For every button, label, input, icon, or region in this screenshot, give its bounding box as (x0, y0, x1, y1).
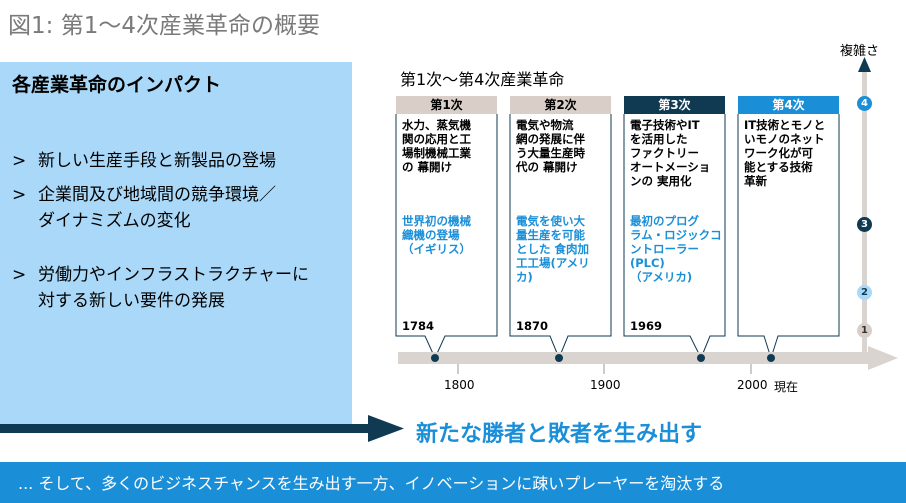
revolution-4-header: 第4次 (738, 96, 839, 114)
desc-line: 電子技術やIT (630, 118, 700, 132)
innov-line: 電気を使い大 (516, 214, 585, 228)
impact-bullet-3: > 労働力やインフラストラクチャーに 対する新しい要件の発展 (12, 262, 309, 314)
bullet-marker: > (12, 151, 27, 171)
revolution-2-description: 電気や物流 網の発展に伴 う大量生産時 代の 幕開け (510, 114, 611, 174)
desc-line: の 幕開け (402, 160, 453, 174)
x-tick-2000: 2000 (737, 378, 768, 392)
revolution-2-innovation: 電気を使い大 量生産を可能 とした 食肉加 工工場(アメリ カ) (510, 214, 590, 284)
bottom-banner (0, 462, 906, 503)
revolution-3-header: 第3次 (624, 96, 725, 114)
revolution-2-year: 1870 (516, 319, 549, 333)
desc-line: う大量生産時 (516, 146, 585, 160)
desc-line: 網の発展に伴 (516, 132, 585, 146)
innov-line: 織機の登場 (402, 228, 460, 242)
innov-line: 量生産を可能 (516, 228, 585, 242)
impact-bullet-1: > 新しい生産手段と新製品の登場 (12, 148, 276, 174)
revolution-3: 第3次 電子技術やIT を活用した ファクトリー オートメーショ ンの 実用化 … (624, 96, 725, 333)
event-marker-1969 (697, 354, 705, 362)
figure-title: 図1: 第1〜4次産業革命の概要 (8, 13, 320, 39)
impact-panel (0, 62, 352, 427)
innov-line: ントローラー (630, 242, 699, 256)
revolution-4: 第4次 IT技術とモノと いモノのネット ワーク化が可 能とする技術 革新 (738, 96, 839, 188)
revolution-3-year: 1969 (630, 319, 663, 333)
event-marker-1784 (431, 354, 439, 362)
complexity-axis-arrowhead (858, 57, 871, 72)
innov-line: (PLC) (630, 256, 665, 270)
desc-line: ンの 実用化 (630, 174, 692, 188)
complexity-level-3: 3 (857, 217, 872, 232)
desc-line: 能とする技術 (744, 160, 813, 174)
event-marker-now (767, 354, 775, 362)
desc-line: を活用した (630, 132, 688, 146)
x-tick-1800: 1800 (444, 378, 475, 392)
impact-bullet-2: > 企業間及び地域間の競争環境／ ダイナミズムの変化 (12, 182, 276, 234)
desc-line: ワーク化が可 (744, 146, 813, 160)
innov-line: 最初のプログ (630, 214, 699, 228)
callout-line-4 (737, 114, 772, 359)
desc-line: いモノのネット (744, 132, 825, 146)
desc-line: オートメーショ (630, 160, 711, 174)
desc-line: 水力、蒸気機 (402, 118, 471, 132)
revolution-1-year: 1784 (402, 319, 435, 333)
callout-line-4b (770, 114, 840, 359)
desc-line: ファクトリー (630, 146, 699, 160)
bullet-text-continued: ダイナミズムの変化 (38, 211, 191, 231)
timeline-title: 第1次〜第4次産業革命 (400, 70, 565, 89)
bullet-text: 企業間及び地域間の競争環境／ (38, 185, 276, 205)
impact-arrow-shaft (0, 424, 372, 433)
bullet-marker: > (12, 265, 27, 285)
complexity-level-1: 1 (857, 323, 872, 338)
arrow-label: 新たな勝者と敗者を生み出す (416, 422, 703, 447)
revolution-2: 第2次 電気や物流 網の発展に伴 う大量生産時 代の 幕開け 電気を使い大 量生… (510, 96, 611, 333)
revolution-1-innovation: 世界初の機械 織機の登場 （イギリス） (396, 214, 471, 256)
complexity-axis-bar (862, 70, 867, 360)
impact-arrow-head (368, 415, 404, 442)
revolution-4-description: IT技術とモノと いモノのネット ワーク化が可 能とする技術 革新 (738, 114, 839, 188)
innov-line: カ) (516, 270, 533, 284)
x-now-label: 現在 (774, 380, 799, 394)
bottom-banner-text: ... そして、多くのビジネスチャンスを生み出す一方、イノベーションに疎いプレー… (18, 474, 725, 493)
time-axis-bar (398, 352, 870, 364)
callout-line-3b (700, 114, 726, 359)
desc-line: 関の応用と工 (402, 132, 471, 146)
desc-line: 場制機械工業 (402, 146, 471, 160)
impact-arrow (0, 415, 404, 442)
innov-line: ラム・ロジックコ (630, 228, 722, 242)
revolution-3-innovation: 最初のプログ ラム・ロジックコ ントローラー (PLC) （アメリカ) (624, 214, 722, 284)
innov-line: （アメリカ) (630, 270, 693, 284)
revolution-2-header: 第2次 (510, 96, 611, 114)
timeline-connectors (395, 57, 898, 374)
x-tick-1900: 1900 (590, 378, 621, 392)
callout-line-2 (509, 114, 560, 359)
bullet-marker: > (12, 185, 27, 205)
bullet-text-continued: 対する新しい要件の発展 (38, 291, 225, 311)
complexity-level-2: 2 (857, 285, 872, 300)
revolution-1-header: 第1次 (396, 96, 497, 114)
impact-panel-heading: 各産業革命のインパクト (12, 74, 222, 96)
revolution-1: 第1次 水力、蒸気機 関の応用と工 場制機械工業 の 幕開け 世界初の機械 織機… (396, 96, 497, 333)
time-axis-arrowhead (868, 346, 898, 370)
callout-line-1 (395, 114, 436, 359)
innov-line: とした 食肉加 (516, 242, 590, 256)
event-marker-1870 (555, 354, 563, 362)
callout-line-3 (623, 114, 702, 359)
callout-line-1b (434, 114, 498, 359)
bullet-text: 新しい生産手段と新製品の登場 (38, 151, 276, 171)
callout-line-2b (558, 114, 612, 359)
desc-line: 代の 幕開け (516, 160, 578, 174)
innov-line: 工工場(アメリ (516, 256, 590, 270)
desc-line: IT技術とモノと (744, 118, 826, 132)
complexity-axis-label: 複雑さ (840, 44, 880, 59)
innov-line: （イギリス） (402, 242, 471, 256)
innov-line: 世界初の機械 (402, 214, 471, 228)
revolution-1-description: 水力、蒸気機 関の応用と工 場制機械工業 の 幕開け (396, 114, 497, 174)
desc-line: 電気や物流 (516, 118, 574, 132)
desc-line: 革新 (744, 174, 767, 188)
bullet-text: 労働力やインフラストラクチャーに (38, 265, 309, 285)
complexity-level-4: 4 (857, 96, 872, 111)
revolution-3-description: 電子技術やIT を活用した ファクトリー オートメーショ ンの 実用化 (624, 114, 725, 188)
